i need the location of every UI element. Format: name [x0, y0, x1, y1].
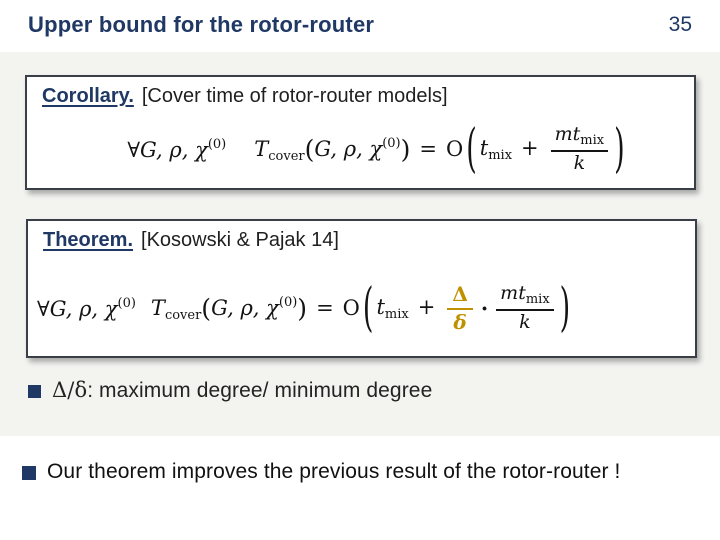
- fraction-denominator: k: [519, 311, 531, 334]
- theorem-heading: Theorem. [Kosowski & Pajak 14]: [43, 229, 339, 252]
- fraction-numerator: Δ: [447, 283, 473, 310]
- corollary-note: [Cover time of rotor-router models]: [141, 85, 448, 107]
- quantifier: ∀G, ρ, χ(0): [37, 295, 136, 321]
- page-title: Upper bound for the rotor-router: [28, 12, 375, 37]
- mtmix-over-k-fraction: mtmix k: [550, 123, 609, 175]
- big-close-paren: ): [559, 277, 571, 339]
- slide-number: 35: [668, 13, 692, 36]
- theorem-formula: ∀G, ρ, χ(0) Tcover(G, ρ, χ(0))=O ( tmix+…: [37, 265, 573, 351]
- tmix-term: tmix+: [479, 135, 539, 163]
- bullet-conclusion: Our theorem improves the previous result…: [22, 460, 620, 484]
- tmix-term: tmix+: [376, 294, 436, 322]
- corollary-keyword: Corollary.: [42, 85, 134, 107]
- bullet-degree-definition: Δ/δ: maximum degree/ minimum degree: [28, 378, 432, 403]
- big-open-paren: (: [466, 118, 477, 180]
- corollary-box: Corollary. [Cover time of rotor-router mo…: [25, 75, 696, 190]
- quantifier: ∀G, ρ, χ(0): [127, 136, 227, 162]
- big-open-paren: (: [362, 277, 374, 339]
- bullet-text: Our theorem improves the previous result…: [47, 460, 621, 483]
- fraction-numerator: mtmix: [550, 123, 609, 153]
- theorem-box: Theorem. [Kosowski & Pajak 14] ∀G, ρ, χ(0…: [26, 219, 697, 358]
- fraction-denominator: δ: [453, 309, 467, 334]
- corollary-formula: ∀G, ρ, χ(0) Tcover(G, ρ, χ(0))=O ( tmix+…: [27, 111, 694, 187]
- multiplication-dot: ·: [480, 295, 489, 321]
- bullet-text: Δ/δ: maximum degree/ minimum degree: [52, 378, 433, 402]
- bullet-square-icon: [22, 465, 36, 480]
- bullet-square-icon: [28, 384, 41, 398]
- fraction-numerator: mtmix: [496, 282, 554, 312]
- fraction-denominator: k: [573, 152, 586, 175]
- theorem-keyword: Theorem.: [43, 229, 134, 251]
- big-close-paren: ): [614, 118, 625, 180]
- theorem-note: [Kosowski & Pajak 14]: [141, 229, 339, 251]
- cover-time-term: Tcover(G, ρ, χ(0))=O: [150, 293, 360, 323]
- mtmix-over-k-fraction: mtmix k: [496, 282, 554, 334]
- corollary-heading: Corollary. [Cover time of rotor-router mo…: [42, 85, 448, 108]
- cover-time-term: Tcover(G, ρ, χ(0))=O: [254, 134, 464, 164]
- delta-ratio-fraction: Δ δ: [447, 283, 473, 333]
